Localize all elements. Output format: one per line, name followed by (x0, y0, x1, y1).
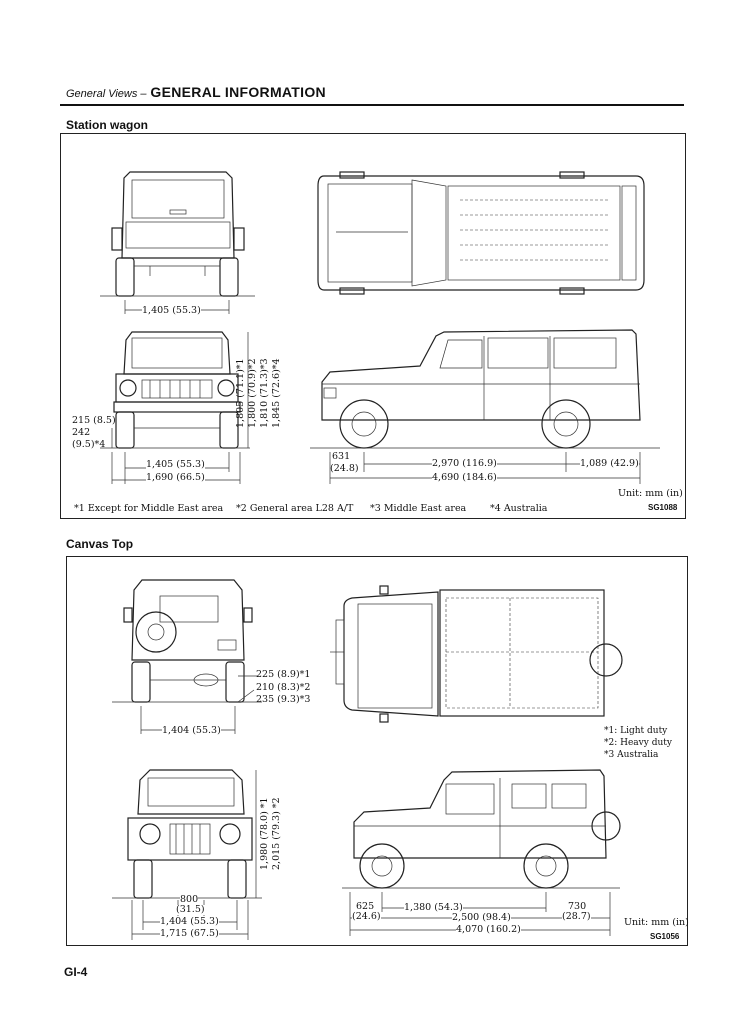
sw-width: 1,690 (66.5) (146, 472, 205, 483)
header-title: GENERAL INFORMATION (150, 84, 326, 100)
ct-rear-overhang-1: 730 (568, 901, 587, 912)
sw-note-3: *3 Middle East area (370, 503, 467, 514)
ct-front-overhang-2: (24.6) (352, 911, 381, 922)
header-rule (60, 104, 684, 106)
ct-front-overhang-1: 625 (356, 901, 375, 912)
header-section: General Views – (66, 88, 147, 100)
canvas-top-title: Canvas Top (66, 537, 134, 551)
ct-rear-view (112, 579, 262, 703)
ct-side-view (342, 769, 621, 889)
sw-height-4: 1,845 (72.6)*4 (271, 358, 282, 428)
sw-rear-overhang: 1,089 (42.9) (580, 458, 639, 469)
ct-unit: Unit: mm (in) (624, 917, 689, 928)
ct-wheelbase: 1,380 (54.3) (404, 902, 463, 913)
ct-height-1: 1,980 (78.0) *1 (259, 797, 270, 870)
sw-length: 4,690 (184.6) (432, 472, 497, 483)
ct-front-view (112, 769, 262, 899)
sw-note-2: *2 General area L28 A/T (236, 503, 354, 514)
sw-rear-track: 1,405 (55.3) (142, 305, 201, 316)
station-wagon-frame (60, 133, 686, 519)
ct-duty-note-1: *1: Light duty (604, 726, 668, 736)
sw-height-2: 1,800 (70.9)*2 (247, 358, 258, 428)
ct-clearance-3: 235 (9.3)*3 (256, 694, 311, 705)
page-header: General Views – GENERAL INFORMATION (66, 84, 326, 100)
ct-height-2: 2,015 (79.3) *2 (271, 797, 282, 870)
sw-note-4: *4 Australia (490, 503, 548, 514)
ct-clearance-1: 225 (8.9)*1 (256, 669, 311, 680)
ct-width: 1,715 (67.5) (160, 928, 219, 939)
canvas-top-frame (66, 556, 688, 946)
sw-top-view (317, 171, 645, 295)
sw-clearance-2: 242 (72, 427, 91, 438)
sw-height-1: 1,805 (71.1)*1 (235, 358, 246, 428)
sw-code: SG1088 (648, 503, 678, 512)
ct-rear-track: 1,404 (55.3) (162, 725, 221, 736)
ct-front-track: 1,404 (55.3) (160, 916, 219, 927)
ct-axle-1: 800 (180, 894, 199, 905)
ct-code: SG1056 (650, 932, 680, 941)
ct-length: 4,070 (160.2) (456, 924, 521, 935)
sw-note-1: *1 Except for Middle East area (74, 503, 224, 514)
sw-clearance-3: (9.5)*4 (72, 439, 106, 450)
sw-front-overhang-1: 631 (332, 451, 351, 462)
ct-rear-overhang-2: (28.7) (562, 911, 591, 922)
sw-unit: Unit: mm (in) (618, 488, 683, 499)
ct-axle-2: (31.5) (176, 904, 205, 915)
sw-height-3: 1,810 (71.3)*3 (259, 358, 270, 428)
ct-duty-note-3: *3 Australia (604, 750, 659, 760)
page-number: GI-4 (64, 965, 88, 979)
sw-rear-view (100, 171, 255, 297)
sw-front-view (100, 331, 250, 449)
sw-clearance-1: 215 (8.5) (72, 415, 116, 426)
ct-duty-note-2: *2: Heavy duty (604, 738, 672, 748)
sw-wheelbase: 2,970 (116.9) (432, 458, 497, 469)
ct-clearance-2: 210 (8.3)*2 (256, 682, 311, 693)
ct-top-view (330, 585, 623, 723)
sw-side-view (310, 329, 660, 449)
station-wagon-title: Station wagon (66, 118, 148, 132)
ct-mid-length: 2,500 (98.4) (452, 912, 511, 923)
sw-front-overhang-2: (24.8) (330, 463, 359, 474)
sw-front-track: 1,405 (55.3) (146, 459, 205, 470)
